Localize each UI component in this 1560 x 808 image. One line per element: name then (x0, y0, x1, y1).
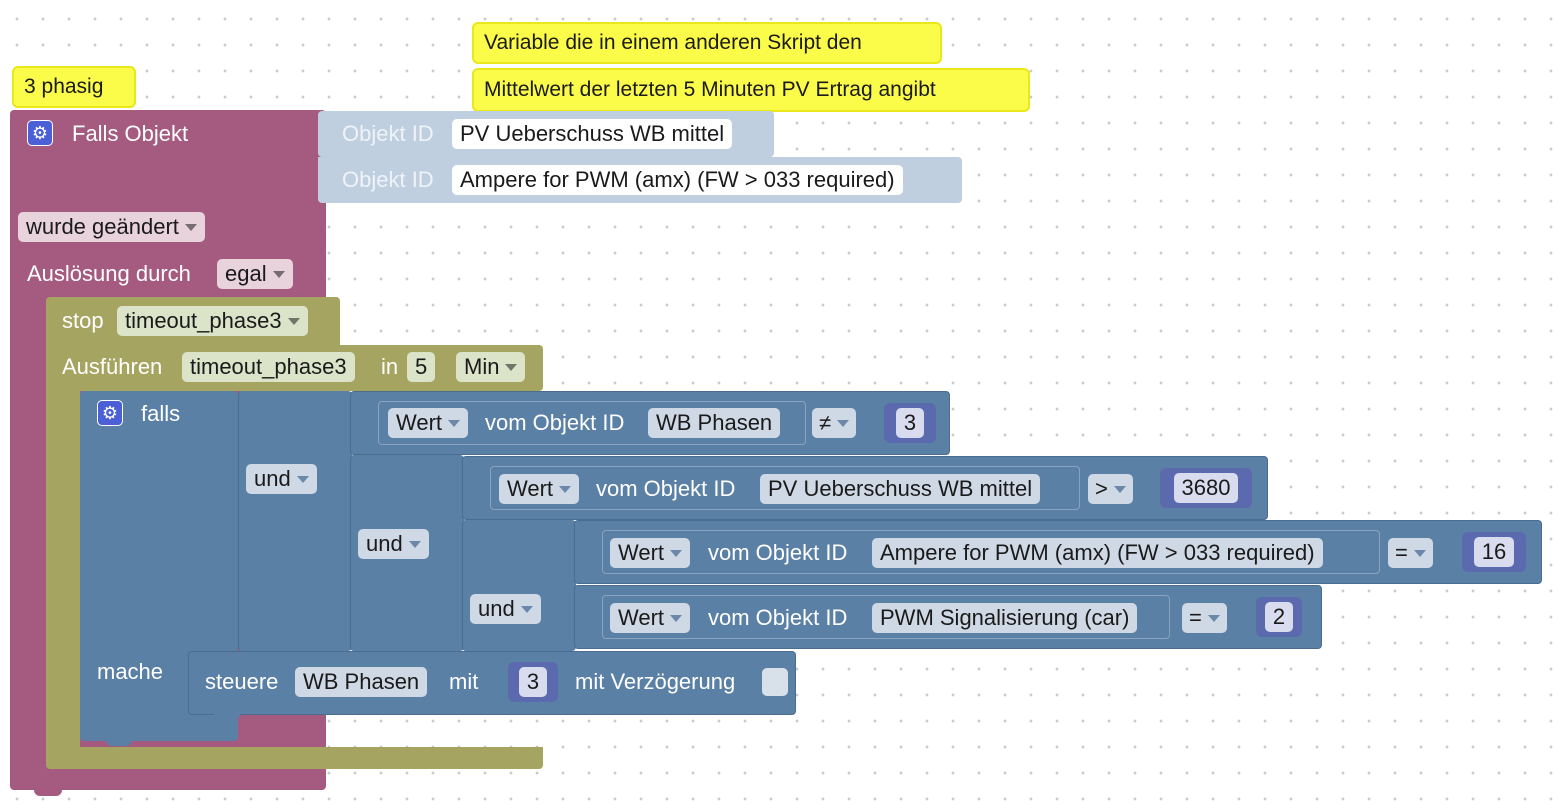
control-action-block[interactable] (188, 651, 796, 715)
object-field-2[interactable]: PV Ueberschuss WB mittel (760, 474, 1041, 504)
and-value: und (478, 596, 515, 621)
delay-value-field[interactable]: 5 (407, 352, 436, 382)
object-id-label: Objekt ID (342, 121, 434, 146)
timeout-block-body (46, 391, 80, 747)
and-value: und (366, 531, 403, 556)
trigger-title: Falls Objekt (72, 121, 189, 146)
property-value: Wert (396, 410, 443, 435)
changed-dropdown[interactable]: wurde geändert (18, 212, 205, 242)
trigger-by-value: egal (225, 261, 267, 286)
timeout-block-foot (46, 747, 543, 769)
property-value: Wert (618, 540, 665, 565)
chevron-down-icon (670, 549, 683, 557)
operator-value: = (1189, 605, 1202, 630)
control-action-nub (214, 712, 240, 720)
operator-value: > (1095, 476, 1108, 501)
from-object-label: vom Objekt ID (708, 605, 848, 630)
and-dropdown-2[interactable]: und (358, 529, 429, 559)
number-value[interactable]: 3 (895, 408, 925, 438)
comment-note-line1[interactable]: Variable die in einem anderen Skript den (472, 22, 942, 64)
comment-text: Variable die in einem anderen Skript den (484, 31, 862, 54)
object-id-field-1[interactable]: PV Ueberschuss WB mittel (452, 119, 733, 149)
mache-label: mache (97, 659, 164, 684)
object-id-block-1[interactable]: Objekt ID PV Ueberschuss WB mittel (318, 111, 774, 157)
operator-value: = (1395, 540, 1408, 565)
chevron-down-icon (287, 317, 300, 325)
operator-dropdown-4[interactable]: = (1182, 603, 1227, 633)
property-value: Wert (507, 476, 554, 501)
property-dropdown-3[interactable]: Wert (610, 538, 691, 568)
chevron-down-icon (1113, 485, 1126, 493)
chevron-down-icon (1413, 549, 1426, 557)
chevron-down-icon (837, 419, 850, 427)
operator-dropdown-3[interactable]: = (1388, 538, 1433, 568)
property-dropdown-4[interactable]: Wert (610, 603, 691, 633)
run-timeout-field[interactable]: timeout_phase3 (182, 352, 355, 382)
object-field-1[interactable]: WB Phasen (648, 408, 781, 438)
operator-value: ≠ (819, 410, 832, 435)
chevron-down-icon (296, 475, 309, 483)
object-field-4[interactable]: PWM Signalisierung (car) (872, 603, 1138, 633)
stop-timeout-dropdown[interactable]: timeout_phase3 (117, 306, 308, 336)
chevron-down-icon (272, 270, 285, 278)
and-block-1[interactable] (238, 391, 352, 651)
and-dropdown-1[interactable]: und (246, 464, 317, 494)
chevron-down-icon (520, 605, 533, 613)
stop-timeout-value: timeout_phase3 (125, 308, 282, 333)
trigger-by-label: Auslösung durch (27, 261, 191, 286)
control-label: steuere (205, 669, 279, 694)
if-gear-icon[interactable]: ⚙ (97, 400, 123, 426)
delay-label: mit Verzögerung (575, 669, 736, 694)
trigger-gear-icon[interactable]: ⚙ (27, 120, 53, 146)
and-value: und (254, 466, 291, 491)
chevron-down-icon (448, 419, 461, 427)
property-dropdown-1[interactable]: Wert (388, 408, 469, 438)
comment-3-phasig[interactable]: 3 phasig (12, 66, 136, 108)
number-block-1[interactable]: 3 (884, 403, 936, 443)
operator-dropdown-2[interactable]: > (1088, 474, 1133, 504)
number-block-2[interactable]: 3680 (1160, 468, 1252, 508)
if-block-nub (106, 738, 132, 746)
changed-value: wurde geändert (26, 214, 179, 239)
from-object-label: vom Objekt ID (485, 410, 625, 435)
comment-text: Mittelwert der letzten 5 Minuten PV Ertr… (484, 78, 936, 101)
property-dropdown-2[interactable]: Wert (499, 474, 580, 504)
number-value[interactable]: 16 (1473, 537, 1515, 567)
control-value-block[interactable]: 3 (508, 662, 558, 702)
number-value[interactable]: 3 (518, 667, 548, 697)
chevron-down-icon (670, 614, 683, 622)
number-block-3[interactable]: 16 (1462, 532, 1526, 572)
number-block-4[interactable]: 2 (1256, 597, 1302, 637)
operator-dropdown-1[interactable]: ≠ (812, 408, 857, 438)
comment-text: 3 phasig (24, 75, 104, 98)
delay-checkbox[interactable] (762, 668, 788, 696)
chevron-down-icon (559, 485, 572, 493)
chevron-down-icon (1207, 614, 1220, 622)
from-object-label: vom Objekt ID (708, 540, 848, 565)
in-label: in (381, 354, 399, 379)
and-block-3[interactable] (462, 520, 576, 651)
unit-dropdown[interactable]: Min (456, 352, 526, 382)
and-dropdown-3[interactable]: und (470, 594, 541, 624)
chevron-down-icon (408, 540, 421, 548)
property-value: Wert (618, 605, 665, 630)
with-label: mit (449, 669, 479, 694)
number-value[interactable]: 3680 (1173, 473, 1239, 503)
object-field-3[interactable]: Ampere for PWM (amx) (FW > 033 required) (872, 538, 1323, 568)
stop-label: stop (62, 308, 104, 333)
trigger-by-dropdown[interactable]: egal (217, 259, 293, 289)
comment-note-line2[interactable]: Mittelwert der letzten 5 Minuten PV Ertr… (472, 68, 1030, 112)
object-id-block-2[interactable]: Objekt ID Ampere for PWM (amx) (FW > 033… (318, 157, 962, 203)
from-object-label: vom Objekt ID (596, 476, 736, 501)
run-label: Ausführen (62, 354, 163, 379)
unit-value: Min (464, 354, 500, 379)
object-id-label: Objekt ID (342, 167, 434, 192)
control-object-field[interactable]: WB Phasen (295, 667, 428, 697)
number-value[interactable]: 2 (1264, 602, 1294, 632)
trigger-block-bottom-nub (34, 786, 62, 796)
chevron-down-icon (505, 363, 518, 371)
chevron-down-icon (184, 223, 197, 231)
object-id-field-2[interactable]: Ampere for PWM (amx) (FW > 033 required) (452, 165, 903, 195)
falls-label: falls (141, 401, 181, 426)
